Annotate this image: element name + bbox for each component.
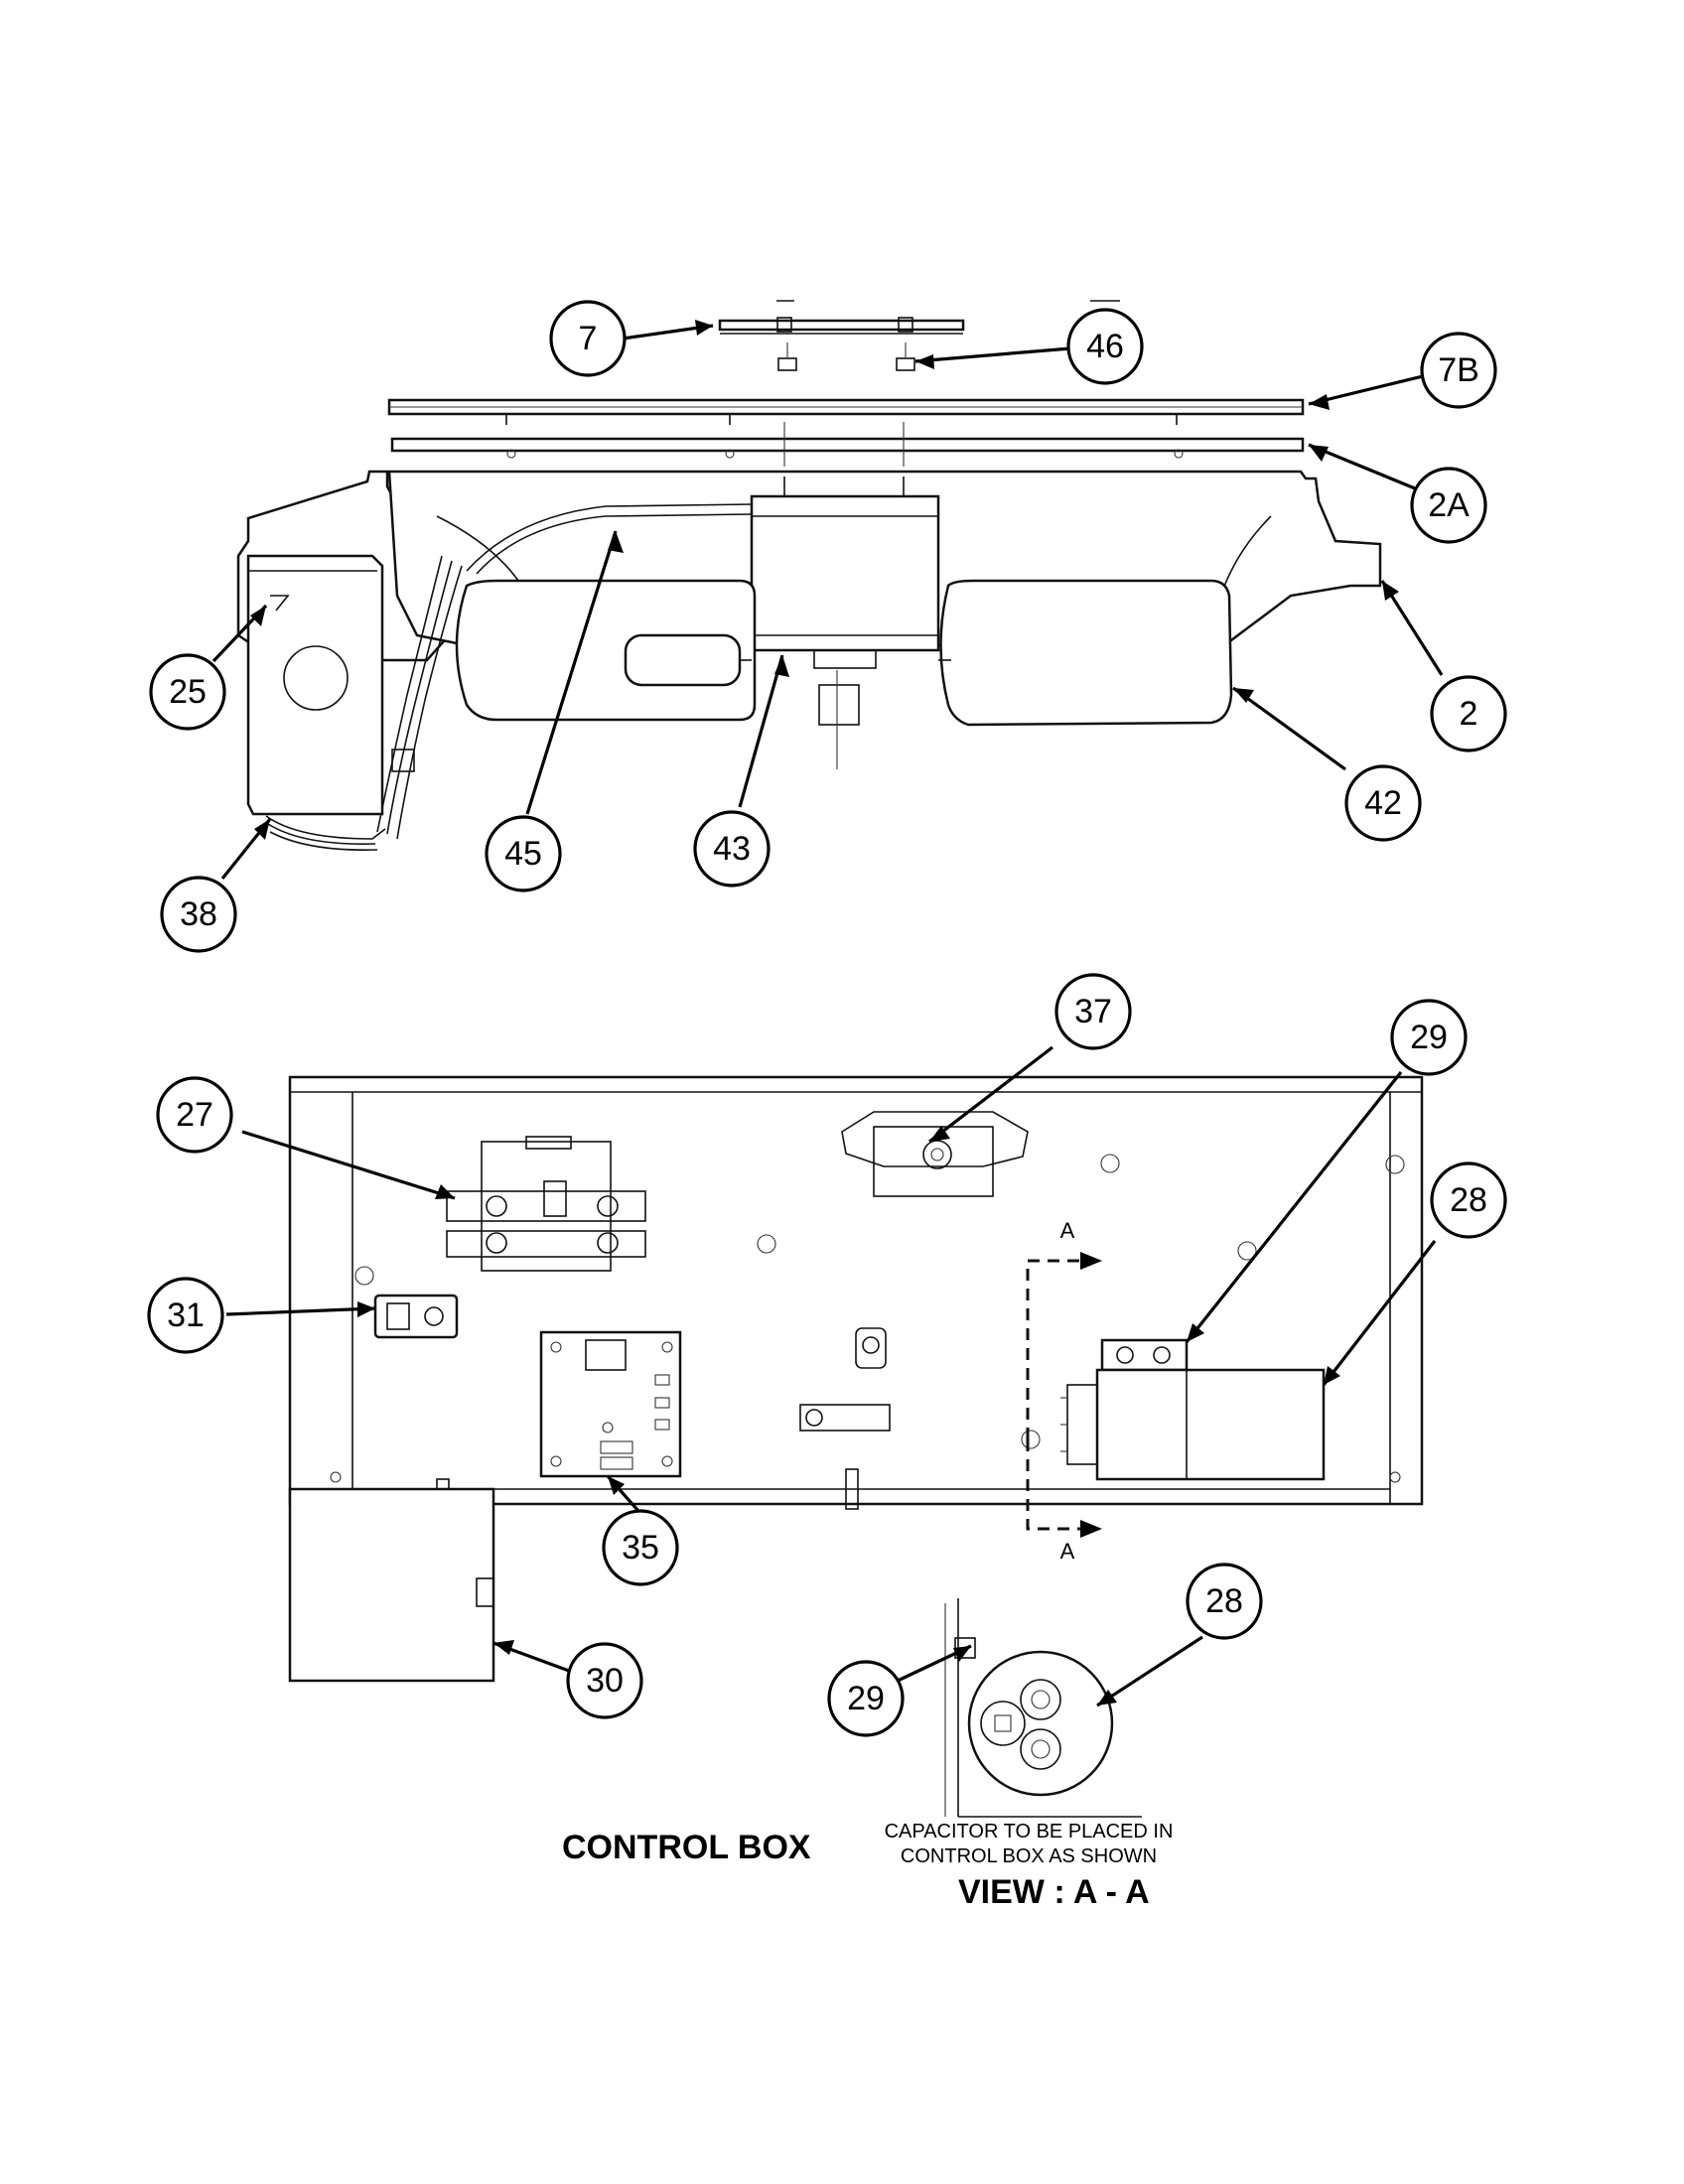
part-2A-plate	[390, 422, 1305, 467]
callout-7: 7	[549, 300, 627, 377]
control-box-caption: CONTROL BOX	[562, 1829, 811, 1866]
part-37-relay	[841, 1111, 1029, 1197]
callout-30: 30	[566, 1642, 643, 1719]
callout-27: 27	[156, 1076, 233, 1154]
callout-30-label: 30	[586, 1662, 624, 1700]
callout-2A: 2A	[1410, 467, 1487, 544]
part-28-capacitor	[1060, 1338, 1326, 1481]
section-line-a-a: A A	[1026, 1218, 1102, 1564]
callout-29-panel: 29	[1390, 999, 1468, 1076]
callout-46: 46	[1066, 308, 1144, 385]
part-43-motor	[750, 477, 940, 769]
part-42-blower-wheels	[455, 579, 1233, 727]
part-35-board	[539, 1330, 682, 1478]
callout-38-label: 38	[180, 895, 217, 933]
callout-42: 42	[1344, 764, 1422, 842]
part-46-nuts	[777, 342, 915, 371]
view-a-a-detail	[944, 1598, 1142, 1818]
control-box-panel: A A	[288, 1075, 1424, 1683]
callout-42-label: 42	[1364, 784, 1402, 822]
section-label-bottom: A	[1060, 1539, 1075, 1564]
callout-43-label: 43	[713, 830, 751, 868]
callout-7-label: 7	[579, 320, 598, 357]
part-38-wires	[265, 815, 386, 851]
callout-27-label: 27	[176, 1096, 213, 1134]
callout-29-view-label: 29	[847, 1680, 885, 1717]
callout-35-label: 35	[622, 1529, 659, 1567]
part-30-cover	[288, 1487, 495, 1683]
callout-35: 35	[602, 1509, 679, 1586]
callout-31: 31	[147, 1277, 224, 1354]
callout-25: 25	[149, 653, 226, 731]
view-a-a-caption: VIEW : A - A	[958, 1873, 1150, 1911]
blower-assembly	[236, 300, 1382, 851]
callout-7B: 7B	[1420, 332, 1497, 409]
callout-45: 45	[485, 815, 562, 892]
section-label-top: A	[1060, 1218, 1075, 1243]
callout-28-view-label: 28	[1205, 1582, 1243, 1620]
callout-28-panel: 28	[1430, 1161, 1507, 1239]
callout-2: 2	[1430, 675, 1507, 752]
callout-46-label: 46	[1086, 328, 1124, 365]
callout-28-panel-label: 28	[1450, 1181, 1487, 1219]
part-7B-rail	[387, 398, 1305, 425]
callout-37: 37	[1054, 973, 1132, 1050]
callout-31-label: 31	[167, 1297, 205, 1334]
part-7-bracket	[718, 300, 1120, 335]
callout-45-label: 45	[504, 835, 542, 873]
part-25-control-box	[246, 554, 415, 816]
callout-25-label: 25	[169, 673, 207, 711]
part-27-contactor	[446, 1136, 646, 1272]
callout-2A-label: 2A	[1428, 486, 1470, 524]
callout-2-label: 2	[1460, 695, 1478, 733]
callout-37-label: 37	[1074, 993, 1112, 1030]
callout-29-panel-label: 29	[1410, 1019, 1448, 1056]
callout-7B-label: 7B	[1438, 351, 1479, 389]
callout-38: 38	[160, 876, 237, 953]
callout-28-view: 28	[1186, 1563, 1263, 1640]
capacitor-note-line-2: CONTROL BOX AS SHOWN	[901, 1845, 1157, 1867]
callout-29-view: 29	[827, 1660, 905, 1737]
part-45-harness	[376, 503, 753, 840]
leader-lines	[211, 320, 1444, 1707]
capacitor-note-line-1: CAPACITOR TO BE PLACED IN	[885, 1821, 1174, 1843]
callout-43: 43	[693, 810, 771, 887]
part-31-switch	[373, 1294, 459, 1339]
